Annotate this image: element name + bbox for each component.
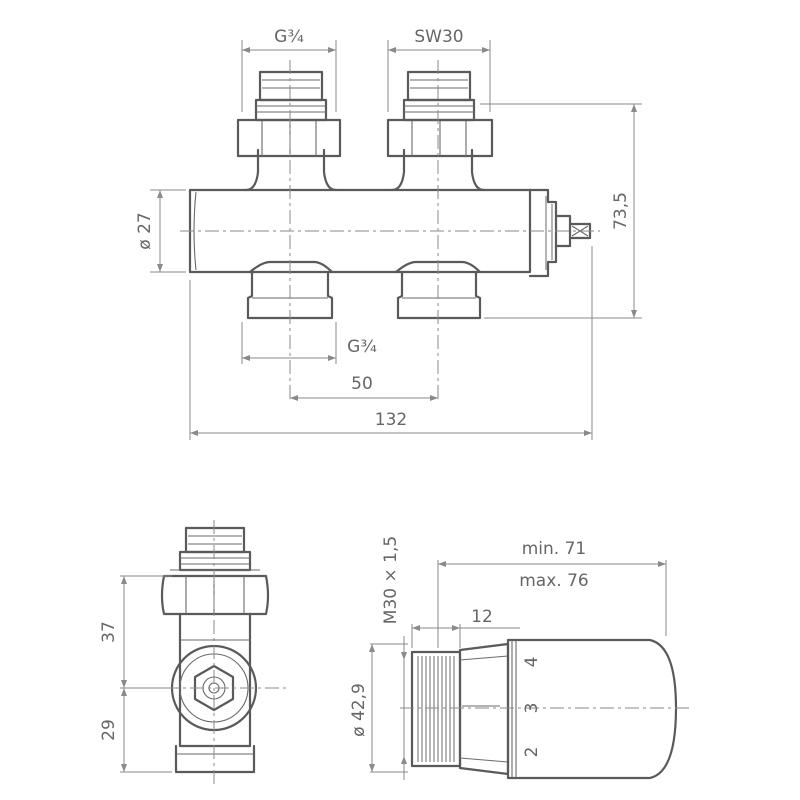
dim-center-distance: 50 [351, 374, 373, 394]
dim-nut-length: 12 [471, 607, 493, 627]
dim-overall-length: 132 [375, 410, 407, 430]
side-lower-fitting [174, 744, 256, 774]
dim-max-length: max. 76 [519, 571, 588, 591]
scale-mark-3: 3 [522, 703, 542, 714]
dim-upper-height: 37 [99, 621, 119, 643]
dim-overall-height: 73,5 [611, 192, 631, 230]
dim-wrench-size: SW30 [414, 27, 463, 47]
side-view: 37 29 [99, 520, 286, 786]
dim-thread-top: G¾ [274, 27, 304, 47]
valve-body [188, 188, 532, 274]
thermostat-collar [458, 642, 510, 776]
scale-mark-2: 2 [522, 747, 542, 758]
dim-body-diameter: ø 27 [135, 212, 155, 249]
side-body [178, 612, 252, 748]
dim-thread-bottom: G¾ [347, 337, 377, 357]
scale-mark-4: 4 [522, 657, 542, 668]
thermostat-nut [410, 650, 462, 768]
lower-right-fitting [396, 270, 482, 320]
side-connector [160, 526, 270, 616]
upper-right-neck [390, 148, 486, 192]
upper-left-connector [236, 70, 342, 158]
upper-right-connector [386, 70, 494, 158]
dim-thread: M30 × 1,5 [381, 536, 401, 624]
dim-min-length: min. 71 [522, 539, 587, 559]
thermostat-view: 4 3 2 M30 × 1,5 min. 71 max. 76 12 ø 42,… [349, 536, 690, 780]
front-view: G¾ SW30 ø 27 73,5 G¾ 50 132 [135, 27, 642, 440]
dim-head-diameter: ø 42,9 [349, 683, 369, 737]
knurl-hatching [417, 656, 455, 762]
upper-left-neck [244, 148, 338, 192]
valve-insert [528, 188, 592, 278]
dim-lower-height: 29 [99, 719, 119, 741]
